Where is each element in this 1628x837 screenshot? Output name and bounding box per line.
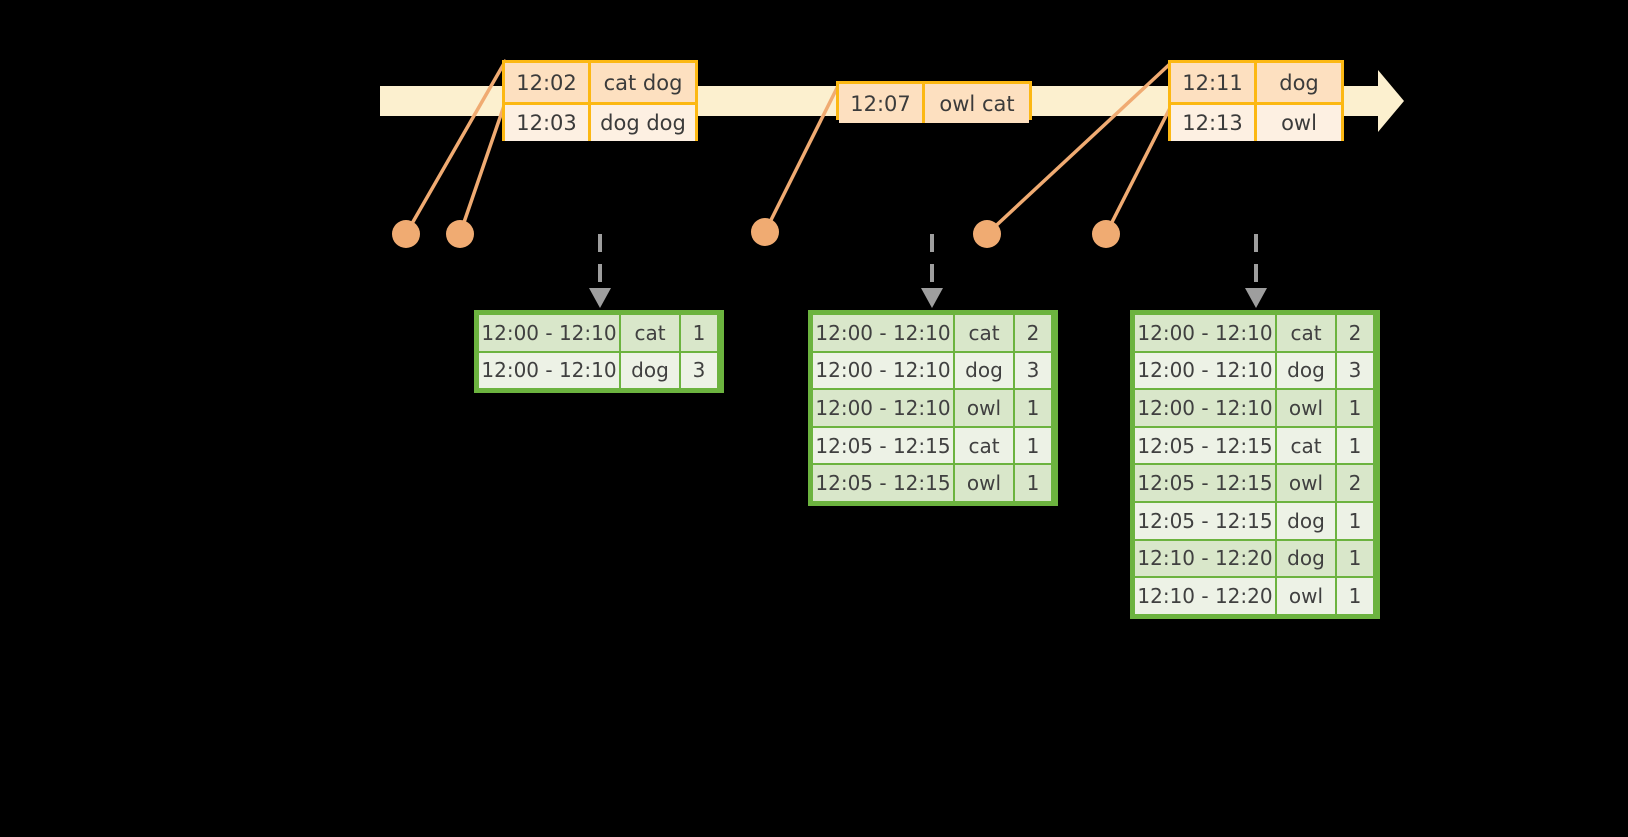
event-group-1[interactable]: 12:02 cat dog 12:03 dog dog [502,60,698,141]
cell-count: 3 [1337,352,1373,389]
cell-word: owl [955,465,1013,501]
cell-count: 3 [681,352,717,389]
cell-word: owl [1277,465,1335,501]
event-row[interactable]: 12:03 dog dog [505,102,695,141]
emit-arrow-2 [921,234,943,308]
cell-window: 12:00 - 12:10 [479,315,619,351]
cell-count: 1 [1015,390,1051,426]
cell-count: 1 [1015,465,1051,501]
cell-window: 12:00 - 12:10 [1135,315,1275,351]
cell-count: 3 [1015,352,1051,389]
cell-window: 12:00 - 12:10 [813,352,953,389]
cell-word: dog [955,352,1013,389]
event-row[interactable]: 12:07 owl cat [839,84,1029,123]
event-words: cat dog [591,63,695,102]
event-dot [446,220,474,248]
connector-line [458,99,508,235]
event-dot [751,218,779,246]
event-words: owl cat [925,84,1029,123]
cell-word: owl [1277,578,1335,614]
cell-count: 1 [1337,502,1373,539]
cell-window: 12:10 - 12:20 [1135,578,1275,614]
event-row[interactable]: 12:13 owl [1171,102,1341,141]
cell-word: cat [1277,315,1335,351]
cell-count: 2 [1015,315,1051,351]
connector-line [1104,103,1174,235]
cell-word: dog [621,352,679,389]
event-row[interactable]: 12:11 dog [1171,63,1341,102]
cell-window: 12:05 - 12:15 [1135,427,1275,464]
cell-word: owl [955,390,1013,426]
cell-word: owl [1277,390,1335,426]
event-words: dog [1257,63,1341,102]
cell-word: cat [1277,427,1335,464]
event-words: dog dog [591,105,695,141]
event-group-3[interactable]: 12:11 dog 12:13 owl [1168,60,1344,141]
cell-window: 12:00 - 12:10 [1135,352,1275,389]
event-group-2[interactable]: 12:07 owl cat [836,81,1032,123]
cell-window: 12:05 - 12:15 [1135,502,1275,539]
cell-count: 2 [1337,465,1373,501]
event-row[interactable]: 12:02 cat dog [505,63,695,102]
event-time: 12:03 [505,105,591,141]
cell-count: 1 [1337,578,1373,614]
cell-window: 12:00 - 12:10 [479,352,619,389]
emit-arrow-1 [589,234,611,308]
cell-window: 12:00 - 12:10 [813,390,953,426]
event-dot [973,220,1001,248]
cell-window: 12:05 - 12:15 [1135,465,1275,501]
cell-window: 12:00 - 12:10 [1135,390,1275,426]
cell-window: 12:10 - 12:20 [1135,540,1275,577]
cell-window: 12:05 - 12:15 [813,427,953,464]
emit-arrow-3 [1245,234,1267,308]
cell-count: 1 [681,315,717,351]
cell-count: 1 [1337,427,1373,464]
cell-word: dog [1277,540,1335,577]
event-words: owl [1257,105,1341,141]
event-time: 12:11 [1171,63,1257,102]
cell-window: 12:00 - 12:10 [813,315,953,351]
cell-window: 12:05 - 12:15 [813,465,953,501]
event-dot [392,220,420,248]
cell-word: dog [1277,502,1335,539]
cell-word: dog [1277,352,1335,389]
cell-word: cat [621,315,679,351]
cell-count: 2 [1337,315,1373,351]
cell-word: cat [955,427,1013,464]
cell-count: 1 [1015,427,1051,464]
cell-count: 1 [1337,540,1373,577]
event-dot [1092,220,1120,248]
event-time: 12:02 [505,63,591,102]
cell-count: 1 [1337,390,1373,426]
cell-word: cat [955,315,1013,351]
event-time: 12:13 [1171,105,1257,141]
event-time: 12:07 [839,84,925,123]
